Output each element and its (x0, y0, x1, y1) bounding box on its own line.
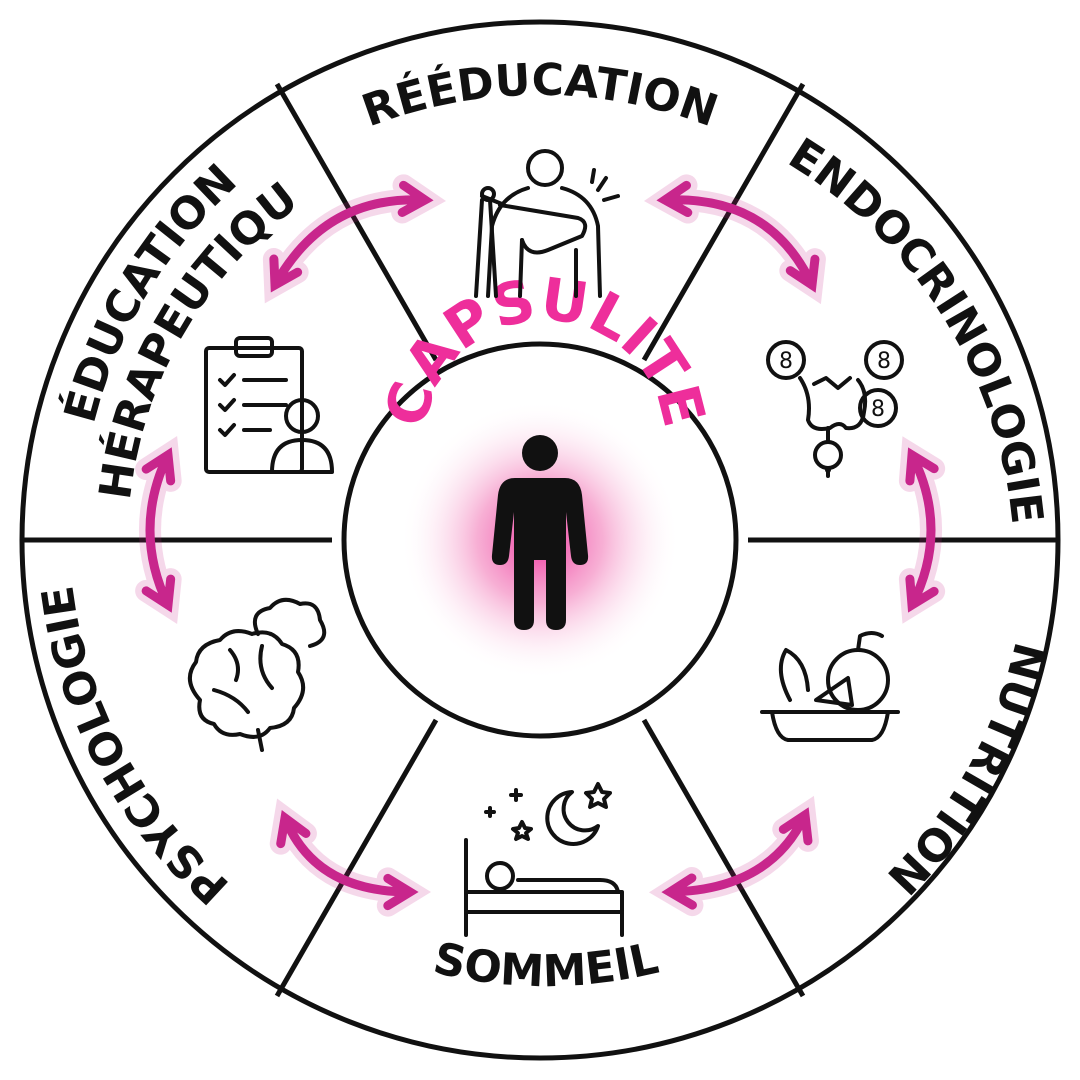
shoulder-pain-icon (474, 149, 620, 298)
svg-text:8: 8 (779, 349, 793, 374)
arrow-endocrinologie-nutrition (898, 436, 946, 624)
fruit-bowl-icon (760, 631, 900, 742)
sleeping-bed-icon (464, 782, 624, 937)
arrow-sommeil-psychologie-arrow-line (276, 810, 419, 911)
svg-text:8: 8 (877, 349, 891, 374)
segment-dividers (22, 82, 1058, 998)
arrow-psychologie-education-arrow-line (141, 447, 176, 613)
arrow-nutrition-sommeil-arrow-line (661, 807, 813, 910)
person-icon (491, 435, 589, 630)
brain-thought-icon (188, 597, 327, 752)
arrow-education-reeducation-arrow-line (269, 180, 434, 293)
thyroid-hormones-icon: 8 8 8 (766, 340, 904, 478)
arrow-sommeil-psychologie (269, 798, 432, 917)
arrow-nutrition-sommeil (648, 795, 819, 917)
arrow-reeducation-endocrinologie (643, 174, 826, 305)
svg-text:8: 8 (871, 397, 885, 422)
arrow-reeducation-endocrinologie-arrow-line (656, 180, 820, 293)
arrow-endocrinologie-nutrition-arrow-line (905, 447, 939, 613)
clipboard-checklist-icon (204, 336, 334, 474)
center-circle (341, 341, 739, 739)
arrow-psychologie-education (135, 436, 182, 624)
arrow-education-reeducation (262, 174, 447, 304)
connection-arrows (135, 174, 946, 917)
